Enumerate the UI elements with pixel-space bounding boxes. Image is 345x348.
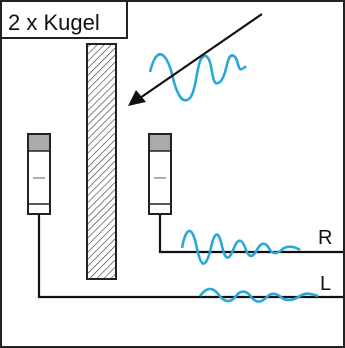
incoming-arrow <box>128 13 263 106</box>
title-box: 2 x Kugel <box>0 0 128 39</box>
left-channel-wave <box>198 287 319 303</box>
title-label: 2 x Kugel <box>8 10 100 35</box>
right-channel-wave <box>180 229 301 265</box>
left-channel-cable <box>37 214 343 299</box>
left-microphone <box>27 133 51 215</box>
channel-right-label: R <box>318 227 332 249</box>
right-mic-head <box>150 135 170 151</box>
right-microphone <box>148 133 172 215</box>
channel-left-label: L <box>320 273 331 295</box>
incoming-sound-wave <box>148 53 247 102</box>
baffle-panel <box>86 43 117 280</box>
right-channel-cable <box>158 214 343 254</box>
left-mic-head <box>29 135 49 151</box>
